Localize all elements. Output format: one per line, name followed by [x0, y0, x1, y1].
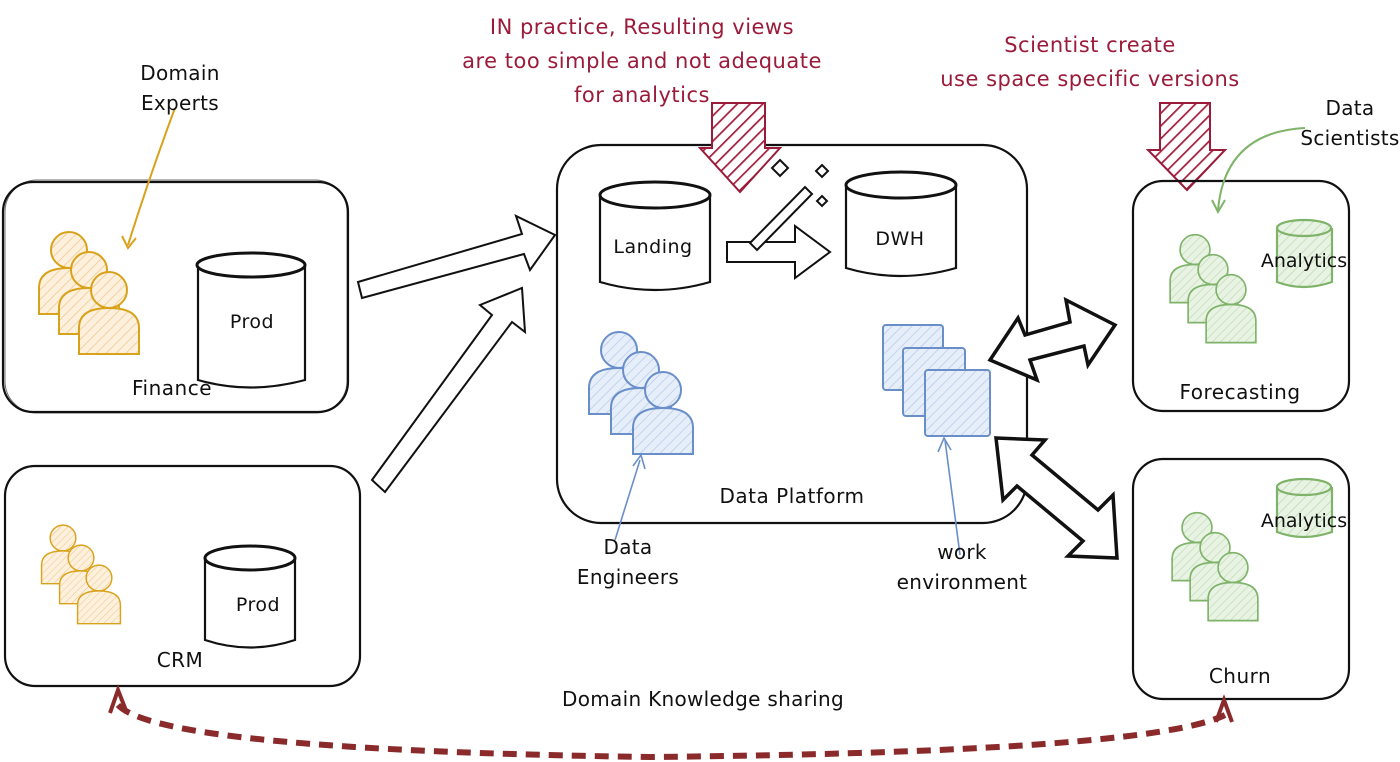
views-callout-arrow — [697, 102, 783, 194]
forecasting-use-space-box — [1131, 179, 1351, 413]
data-engineers-team-icon — [587, 330, 695, 456]
finance-domain-box — [1, 179, 350, 414]
data-platform-title: Data Platform — [719, 484, 865, 508]
churn-analytics-label: Analytics — [1260, 510, 1348, 532]
finance-prod-label: Prod — [229, 311, 275, 333]
churn-team-icon — [1170, 511, 1260, 622]
landing-db-label: Landing — [613, 236, 693, 258]
platform-churn-double-arrow — [994, 436, 1119, 560]
finance-to-platform-arrow — [356, 214, 557, 300]
domain-experts-team-icon — [37, 230, 141, 356]
data-scientists-team-icon — [1168, 233, 1258, 344]
churn-analytics-database-icon — [1275, 477, 1334, 539]
crm-domain-box — [3, 464, 362, 688]
views-callout-note: IN practice, Resulting views are too sim… — [462, 15, 822, 107]
work-environment-icon — [882, 324, 991, 437]
versions-callout-note: Scientist create use space specific vers… — [940, 33, 1240, 91]
work-environment-label: work environment — [896, 540, 1028, 594]
churn-title: Churn — [1208, 664, 1272, 688]
domain-experts-label: Domain Experts — [140, 61, 220, 115]
magic-wand-icon — [748, 158, 830, 252]
data-engineers-label: Data Engineers — [576, 535, 680, 589]
domain-experts-pointer — [121, 107, 176, 250]
dwh-database-icon — [844, 170, 958, 278]
landing-database-icon — [598, 180, 712, 292]
crm-team-icon — [40, 523, 122, 625]
crm-prod-label: Prod — [235, 594, 281, 616]
churn-use-space-box — [1131, 457, 1351, 701]
knowledge-sharing-label: Domain Knowledge sharing — [562, 687, 844, 711]
forecasting-analytics-database-icon — [1275, 218, 1334, 289]
finance-title: Finance — [131, 376, 213, 400]
platform-forecasting-double-arrow — [987, 296, 1118, 384]
data-engineers-pointer — [614, 453, 646, 541]
dwh-db-label: DWH — [875, 228, 925, 250]
data-scientists-pointer — [1211, 127, 1306, 215]
forecasting-analytics-label: Analytics — [1260, 250, 1348, 272]
crm-title: CRM — [156, 648, 204, 672]
finance-prod-database-icon — [195, 251, 307, 389]
crm-prod-database-icon — [203, 544, 297, 649]
data-scientists-label: Data Scientists — [1300, 96, 1400, 150]
crm-to-platform-arrow — [370, 286, 527, 494]
versions-callout-arrow — [1145, 102, 1228, 192]
knowledge-sharing-arrow — [108, 684, 1234, 761]
forecasting-title: Forecasting — [1179, 380, 1301, 404]
work-environment-pointer — [937, 436, 961, 556]
landing-to-dwh-arrow — [726, 224, 832, 280]
